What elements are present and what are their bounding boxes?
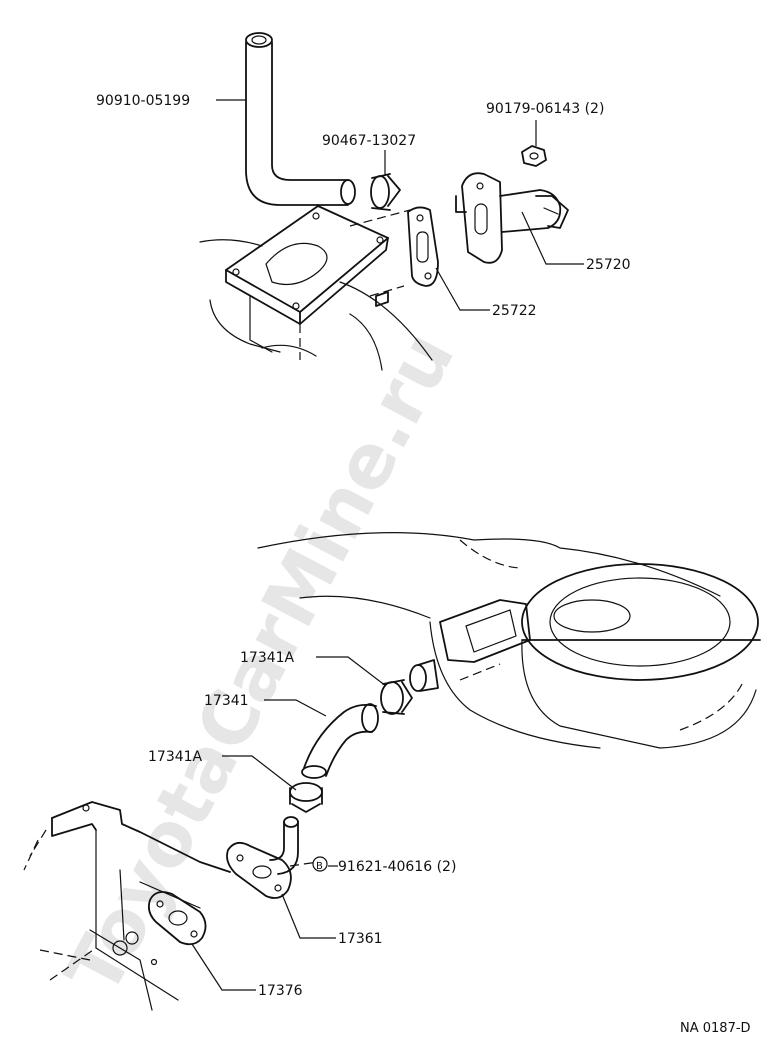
- hose-17341: [301, 703, 379, 779]
- air-cleaner: [257, 532, 761, 749]
- label-17341: 17341: [204, 693, 249, 709]
- carburetor-flange: [225, 205, 411, 360]
- label-91621-40616: 91621-40616 (2): [338, 859, 456, 875]
- gasket-25722: [407, 206, 439, 287]
- air-cleaner-nipple: [409, 659, 439, 692]
- hose-90910-05199: [245, 32, 356, 206]
- label-17376: 17376: [258, 983, 303, 999]
- clip-17341A-upper: [380, 679, 413, 715]
- valve-25720: [455, 172, 569, 264]
- svg-text:B: B: [316, 861, 323, 872]
- label-25722: 25722: [492, 303, 537, 319]
- label-25720: 25720: [586, 257, 631, 273]
- clamp-90467-13027: [370, 173, 401, 211]
- label-90467-13027: 90467-13027: [322, 133, 416, 149]
- label-17341A-lower: 17341A: [148, 749, 203, 765]
- bolt-marker: B: [312, 856, 328, 872]
- figure-code: NA 0187-D: [680, 1021, 751, 1036]
- label-17341A-upper: 17341A: [240, 650, 295, 666]
- nut-90179-06143: [521, 145, 547, 167]
- leader-lines: [191, 99, 584, 991]
- label-90179-06143: 90179-06143 (2): [486, 101, 604, 117]
- pipe-17361: [226, 816, 319, 899]
- label-17361: 17361: [338, 931, 383, 947]
- label-90910-05199: 90910-05199: [96, 93, 190, 109]
- clip-17341A-lower: [289, 782, 323, 813]
- intake-manifold: [199, 239, 433, 371]
- engine-block: [23, 801, 231, 1011]
